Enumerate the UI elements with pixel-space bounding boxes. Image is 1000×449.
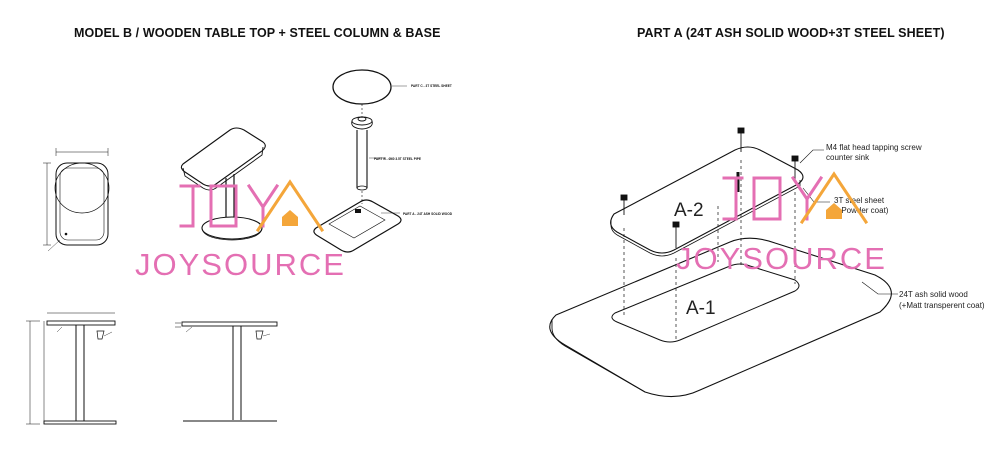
top-view-inner-outline [59,167,105,241]
part-a-base-plate [313,199,402,253]
iso-table-top [180,127,266,187]
top-view-base-circle [54,162,110,214]
label-screw: M4 flat head tapping screw [826,143,922,152]
front-elevation [26,312,117,425]
label-steel: 3T steel sheet [834,196,885,205]
watermark-left: JOYSOURCE [135,179,346,282]
label-screw-sub: counter sink [826,153,870,162]
label-part-b: PART B - Ø60 3.5T STEEL PIPE [374,157,421,161]
label-wood-sub: (+Matt transperent coat) [899,301,985,310]
front-elevation-top [46,320,116,326]
part-b-flange [351,120,373,130]
top-view-outline [55,162,109,246]
part-a-detail [549,127,898,398]
watermark-house-icon [282,210,298,226]
side-elevation-top [181,321,278,327]
side-elevation [175,321,278,422]
label-part-a: PART A - 24T ASH SOLID WOOD [403,212,453,216]
exploded-view [313,69,407,253]
label-a2: A-2 [674,200,704,221]
label-part-c: PART C - 3T STEEL SHEET [411,84,452,88]
label-steel-sub: (+Powder coat) [834,206,889,215]
watermark-house-icon [826,203,842,219]
label-a1: A-1 [686,298,716,319]
watermark-right: JOYSOURCE [676,171,887,276]
title-part-a: PART A (24T ASH SOLID WOOD+3T STEEL SHEE… [637,26,945,40]
watermark-logo-right [722,171,869,225]
top-view [43,148,110,252]
wood-top-recess [611,263,800,343]
label-wood: 24T ash solid wood [899,290,968,299]
part-c-plate [332,69,392,105]
watermark-brand-left: JOYSOURCE [135,247,346,282]
watermark-brand-right: JOYSOURCE [676,241,887,276]
title-model-b: MODEL B / WOODEN TABLE TOP + STEEL COLUM… [74,26,441,40]
watermark-logo-left [179,179,325,233]
